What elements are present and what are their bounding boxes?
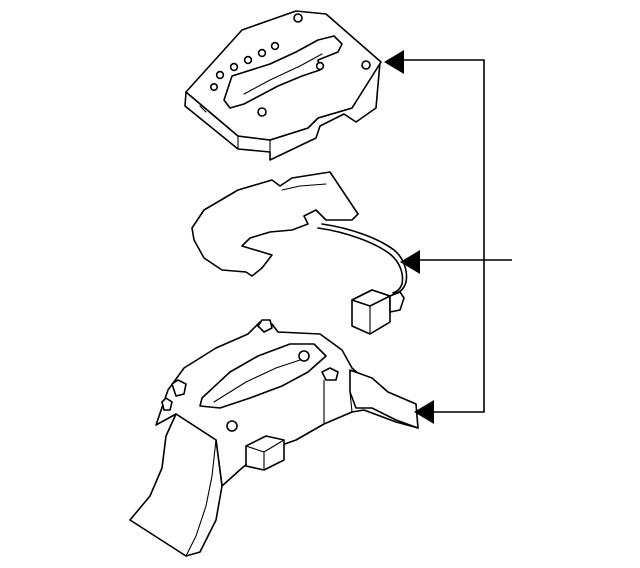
side-boss [171, 379, 187, 397]
side-boss [161, 397, 173, 411]
leader-bracket [404, 59, 485, 413]
callout-arrow-middle [400, 250, 420, 274]
indicator-dot [315, 61, 325, 71]
callout-arrow-top [384, 50, 404, 74]
indicator-dot [243, 55, 253, 65]
indicator-dot [270, 41, 280, 51]
indicator-dot [257, 48, 267, 58]
shifter-base-housing [129, 319, 419, 557]
indicator-harness-connector [317, 223, 408, 335]
screw-hole [293, 13, 303, 23]
callout-arrow-bottom [414, 400, 434, 424]
indicator-gasket [191, 171, 359, 277]
indicator-dot [215, 70, 225, 80]
screw-hole [257, 107, 267, 117]
screw-hole [361, 60, 371, 70]
front-tail [129, 413, 223, 557]
mount-boss [226, 420, 238, 432]
callout-leaders [384, 50, 512, 424]
shift-indicator-bezel [184, 10, 382, 161]
top-boss [321, 367, 339, 381]
indicator-dots [215, 41, 325, 80]
mount-boss [298, 350, 310, 362]
indicator-dot [229, 62, 239, 72]
side-connector-block [245, 435, 285, 471]
locating-pin [257, 319, 273, 333]
screw-hole [210, 83, 219, 92]
connector-plug [351, 289, 405, 335]
